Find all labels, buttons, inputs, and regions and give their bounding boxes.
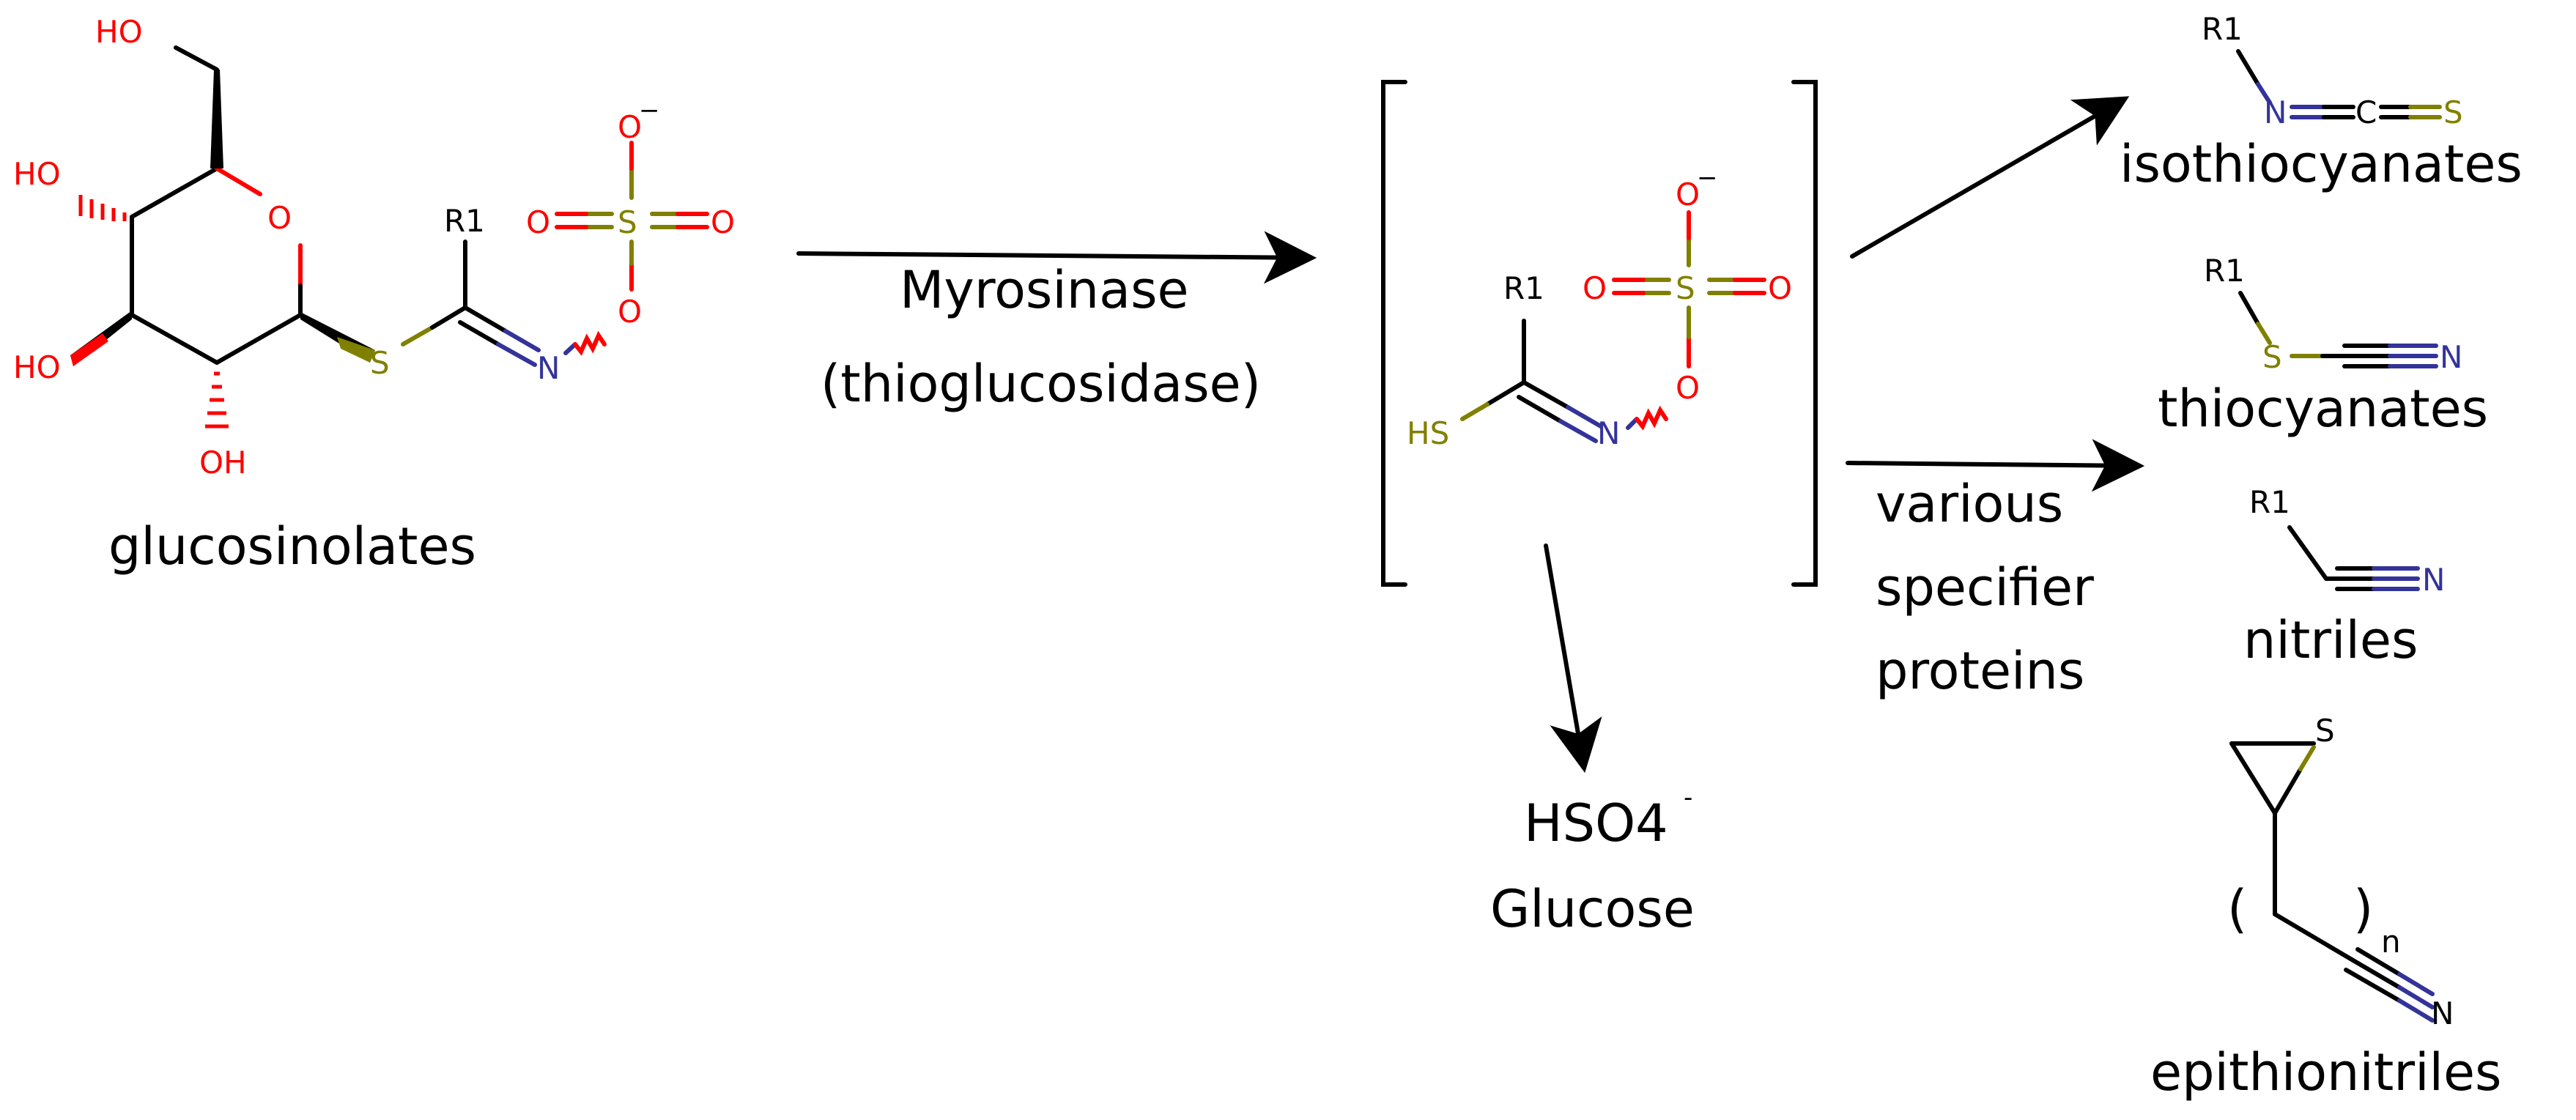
arrow-byproducts xyxy=(1544,544,1602,774)
atom-ring-o: O xyxy=(267,200,292,236)
atom-oh-c2: OH xyxy=(199,445,247,481)
atom-o-bridge: O xyxy=(618,294,642,330)
atom-n-tc: N xyxy=(2440,339,2462,375)
paren-close: ) xyxy=(2353,879,2373,939)
label-epithionitriles: epithionitriles xyxy=(2150,1042,2502,1102)
atom-s-sulfate: S xyxy=(618,204,637,240)
label-specifier-2: specifier xyxy=(1876,557,2094,618)
atom-r1: R1 xyxy=(444,203,485,239)
atom-sh-int: HS xyxy=(1407,415,1449,451)
thiocyanate-structure: R1 S N thiocyanates xyxy=(2158,253,2488,439)
label-nitriles: nitriles xyxy=(2243,610,2418,670)
charge-minus: − xyxy=(639,96,660,125)
epithionitrile-structure: S ( ) n N epithionitriles xyxy=(2150,713,2502,1102)
atom-r1-nitrile: R1 xyxy=(2249,484,2290,520)
label-glucose: Glucose xyxy=(1490,879,1695,939)
isothiocyanate-structure: R1 N C S isothiocyanates xyxy=(2120,11,2523,194)
charge-minus-int: − xyxy=(1697,163,1718,193)
intermediate-structure: R1 HS N O S O O O − xyxy=(1381,80,1818,587)
paren-open: ( xyxy=(2227,879,2247,939)
label-thiocyanates: thiocyanates xyxy=(2158,379,2488,439)
atom-n-itc: N xyxy=(2264,94,2287,130)
arrow-isothiocyanates xyxy=(1850,96,2130,259)
glucosinolate-structure: HO O HO HO OH S R1 N O S O O O − glucosi… xyxy=(13,14,735,576)
atom-o-right: O xyxy=(711,204,735,240)
label-hso4: HSO4 xyxy=(1524,793,1668,853)
atom-c-itc: C xyxy=(2355,94,2377,130)
atom-n-int: N xyxy=(1597,415,1620,451)
atom-o-left: O xyxy=(526,204,550,240)
atom-r1-tc: R1 xyxy=(2204,253,2245,289)
atom-s-epi: S xyxy=(2315,713,2335,749)
label-enzyme-sub: (thioglucosidase) xyxy=(821,354,1261,414)
arrow-specifier xyxy=(1846,439,2145,492)
label-glucosinolates: glucosinolates xyxy=(108,516,476,576)
label-hso4-charge: - xyxy=(1684,783,1692,812)
atom-n: N xyxy=(537,350,560,386)
hashed-bond-c2 xyxy=(205,371,229,429)
atom-o-right-int: O xyxy=(1768,270,1792,306)
atom-o-bridge-int: O xyxy=(1676,370,1700,406)
bracket-right xyxy=(1791,80,1818,587)
hashed-bond-c4 xyxy=(78,195,127,221)
subscript-n: n xyxy=(2381,924,2401,960)
label-enzyme: Myrosinase xyxy=(900,260,1189,320)
atom-o-minus-int: O xyxy=(1676,177,1700,212)
atom-ho-ch2: HO xyxy=(95,14,143,50)
atom-ho-c4: HO xyxy=(13,156,61,192)
label-specifier-1: various xyxy=(1876,474,2063,534)
atom-o-left-int: O xyxy=(1583,270,1607,306)
atom-s-itc: S xyxy=(2443,94,2463,130)
arrow-myrosinase xyxy=(796,231,1317,284)
atom-r1-itc: R1 xyxy=(2202,11,2243,47)
atom-n-nitrile: N xyxy=(2422,562,2445,598)
atom-s-tc: S xyxy=(2262,339,2282,375)
atom-o-minus: O xyxy=(618,109,642,145)
bracket-left xyxy=(1381,80,1407,587)
atom-n-epi: N xyxy=(2431,995,2454,1031)
nitrile-structure: R1 N nitriles xyxy=(2243,484,2445,670)
atom-s-thioether: S xyxy=(370,345,390,381)
atom-r1-int: R1 xyxy=(1503,270,1544,306)
label-isothiocyanates: isothiocyanates xyxy=(2120,134,2523,194)
atom-ho-c3: HO xyxy=(13,349,61,385)
label-specifier-3: proteins xyxy=(1876,641,2084,701)
atom-s-int: S xyxy=(1676,270,1695,306)
